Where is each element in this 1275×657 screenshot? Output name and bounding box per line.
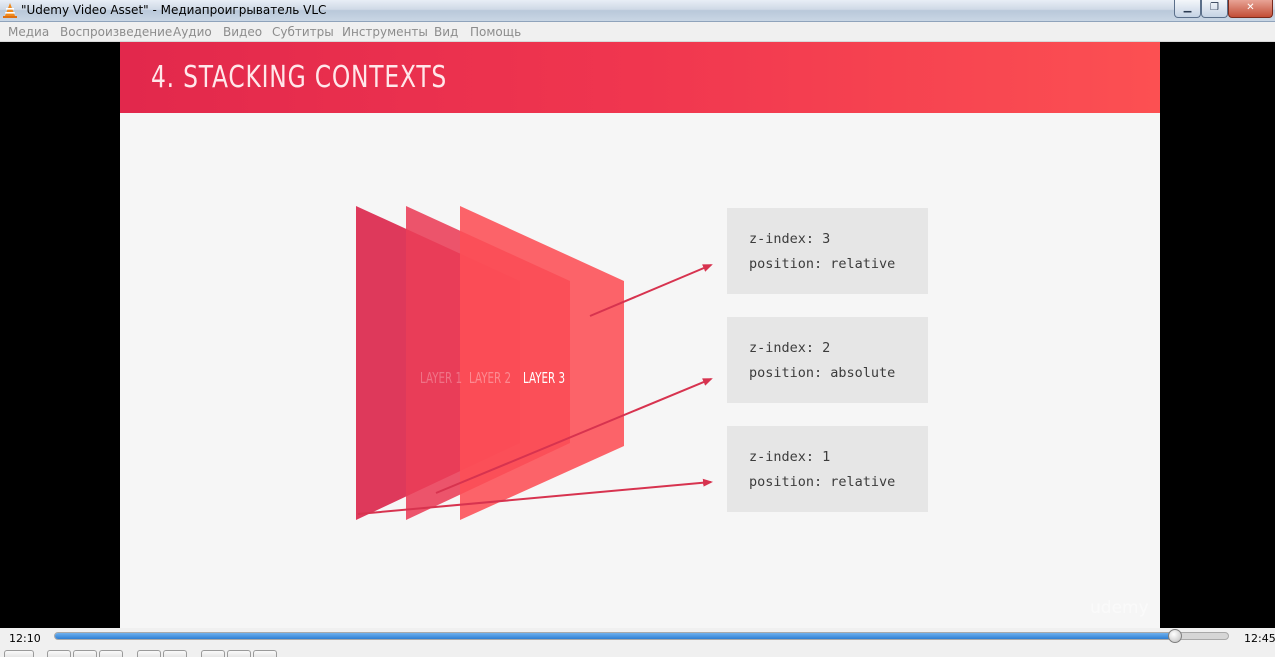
extended-settings-button[interactable] [163,650,187,657]
z-index-text: z-index: 3 [749,231,831,247]
fullscreen-button[interactable] [137,650,161,657]
arrow-layer-3 [589,264,713,317]
playlist-button[interactable] [201,650,225,657]
seek-progress [55,633,1175,639]
layer-3-label: LAYER 3 [523,369,565,387]
position-text: position: relative [749,474,896,490]
player-controls: 12:10 12:45 [0,628,1275,657]
next-button[interactable] [99,650,123,657]
minimize-button[interactable]: ▁ [1174,0,1201,18]
arrow-layer-1 [357,478,713,515]
total-time: 12:45 [1244,632,1275,645]
menu-playback[interactable]: Воспроизведение [60,25,173,39]
position-text: position: absolute [749,365,896,381]
layer-2-label: LAYER 2 [469,369,511,387]
slide-title: 4. STACKING CONTEXTS [151,60,448,95]
menu-tools[interactable]: Инструменты [342,25,428,39]
menu-help[interactable]: Помощь [470,25,522,39]
layer-3-plane [460,206,624,520]
arrow-layer-2 [435,378,713,494]
position-text: position: relative [749,256,896,272]
stacking-diagram: LAYER 1 LAYER 2 LAYER 3 [356,206,713,520]
video-area[interactable]: 4. STACKING CONTEXTS LAYER 1 LAYER 2 LAY… [0,42,1275,628]
current-time: 12:10 [9,632,41,645]
slide: 4. STACKING CONTEXTS LAYER 1 LAYER 2 LAY… [120,42,1160,628]
shuffle-button[interactable] [253,650,277,657]
loop-button[interactable] [227,650,251,657]
seek-handle[interactable] [1167,629,1182,643]
udemy-watermark: udemy [1090,598,1149,618]
code-box-layer-1: z-index: 1 position: relative [727,426,928,512]
layer-1-label: LAYER 1 [420,369,462,387]
menu-view[interactable]: Вид [434,25,459,39]
title-bar: "Udemy Video Asset" - Медиапроигрыватель… [0,0,1275,22]
menu-video[interactable]: Видео [223,25,263,39]
maximize-button[interactable]: ❐ [1201,0,1228,18]
menu-audio[interactable]: Аудио [173,25,212,39]
vlc-cone-icon [3,3,17,18]
previous-button[interactable] [47,650,71,657]
close-button[interactable]: ✕ [1228,0,1273,18]
z-index-text: z-index: 2 [749,340,831,356]
code-box-layer-3: z-index: 3 position: relative [727,208,928,294]
menu-subtitles[interactable]: Субтитры [272,25,334,39]
stop-button[interactable] [73,650,97,657]
window-title: "Udemy Video Asset" - Медиапроигрыватель… [21,3,327,17]
play-pause-button[interactable] [4,650,34,657]
seek-bar[interactable] [54,632,1229,640]
menu-media[interactable]: Медиа [8,25,50,39]
slide-header: 4. STACKING CONTEXTS [120,42,1160,113]
menu-bar: Медиа Воспроизведение Аудио Видео Субтит… [0,22,1275,42]
code-box-layer-2: z-index: 2 position: absolute [727,317,928,403]
z-index-text: z-index: 1 [749,449,831,465]
